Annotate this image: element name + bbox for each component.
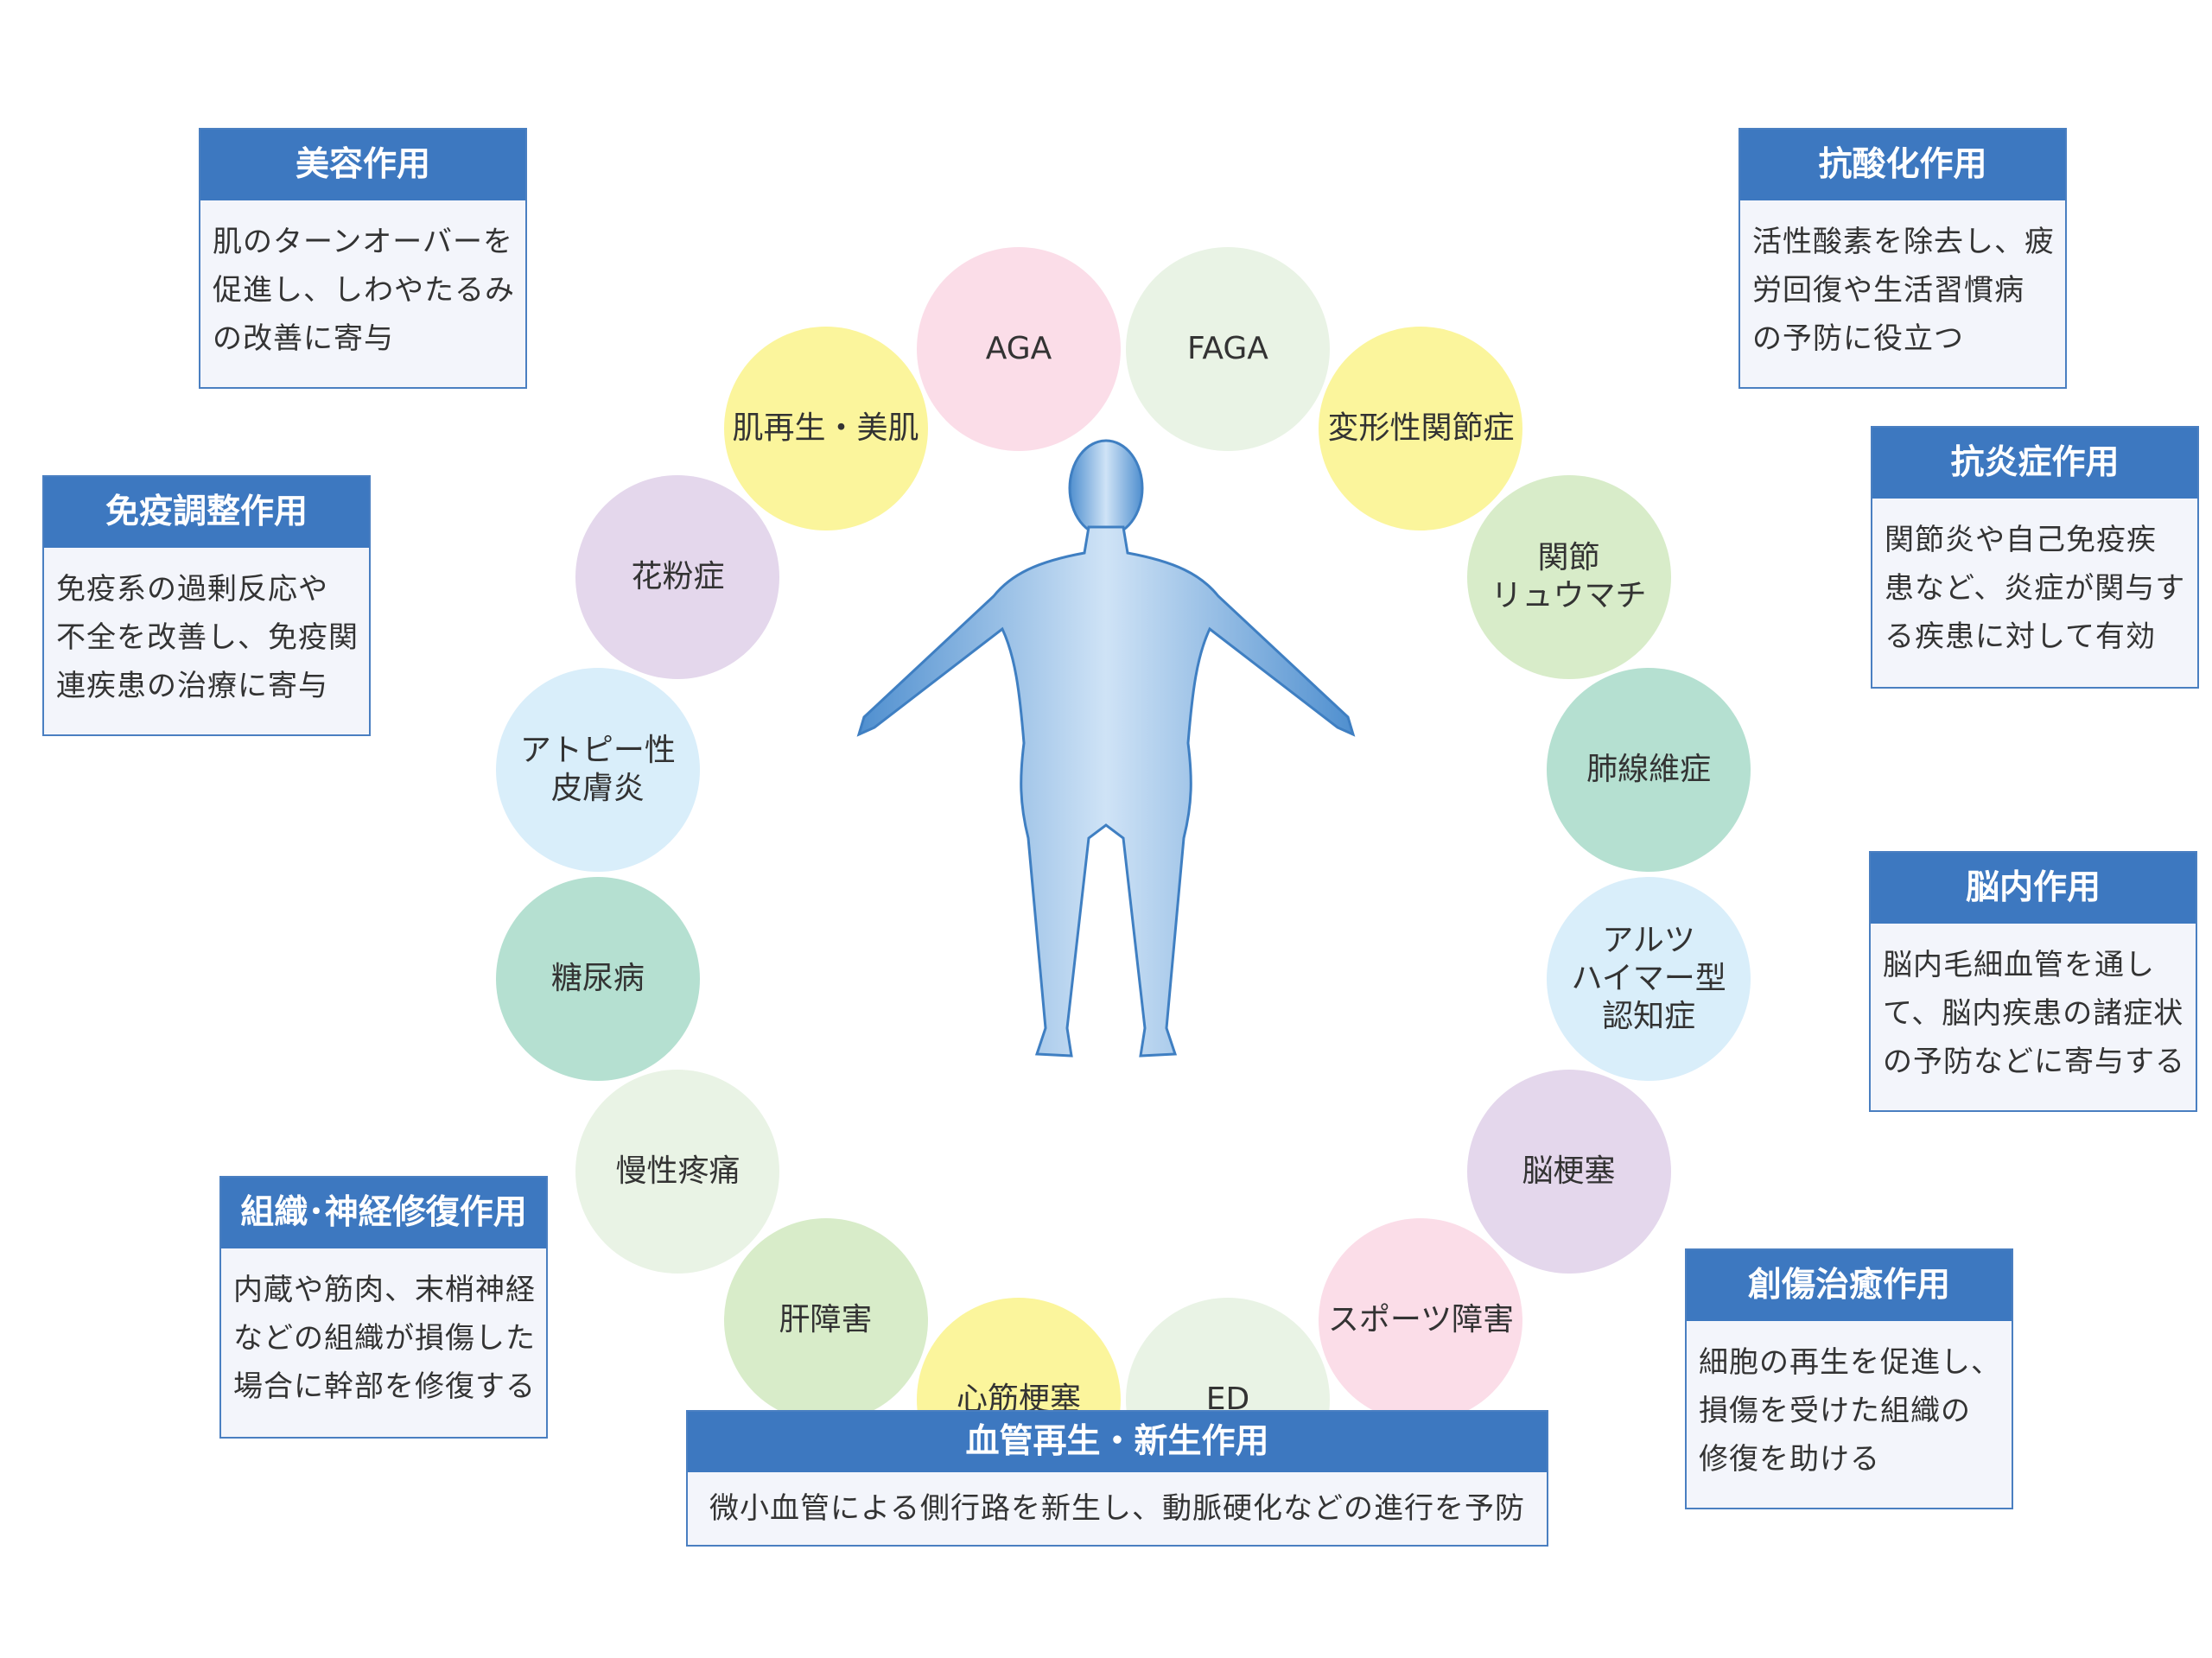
box-title: 創傷治癒作用 bbox=[1687, 1250, 2012, 1321]
circle-alzheimers: アルツハイマー型認知症 bbox=[1547, 876, 1751, 1081]
circle-osteoarthritis: 変形性関節症 bbox=[1319, 327, 1523, 531]
circle-cerebral-infarction: 脳梗塞 bbox=[1466, 1070, 1671, 1274]
box-title: 脳内作用 bbox=[1871, 853, 2196, 924]
circle-sports-injury: スポーツ障害 bbox=[1319, 1217, 1523, 1422]
circle-rheumatoid-arthritis: 関節リュウマチ bbox=[1466, 474, 1671, 679]
box-antioxidant: 抗酸化作用 活性酸素を除去し、疲労回復や生活習慣病の予防に役立つ bbox=[1738, 128, 2067, 389]
box-beauty-effect: 美容作用 肌のターンオーバーを促進し、しわやたるみの改善に寄与 bbox=[199, 128, 527, 389]
figure-torso bbox=[856, 525, 1356, 1058]
circle-chronic-pain: 慢性疼痛 bbox=[575, 1070, 780, 1274]
box-description: 細胞の再生を促進し、損傷を受けた組織の修復を助ける bbox=[1699, 1345, 2001, 1477]
box-title: 美容作用 bbox=[200, 130, 525, 200]
box-anti-inflammatory: 抗炎症作用 関節炎や自己免疫疾患など、炎症が関与する疾患に対して有効 bbox=[1871, 426, 2199, 689]
human-body-figure bbox=[856, 439, 1356, 1058]
circle-aga: AGA bbox=[917, 246, 1122, 451]
box-description: 関節炎や自己免疫疾患など、炎症が関与する疾患に対して有効 bbox=[1885, 523, 2186, 654]
circle-pulmonary-fibrosis: 肺線維症 bbox=[1547, 668, 1751, 873]
box-brain-effect: 脳内作用 脳内毛細血管を通して、脳内疾患の諸症状の予防などに寄与する bbox=[1869, 851, 2197, 1112]
box-description: 微小血管による側行路を新生し、動脈硬化などの進行を予防 bbox=[709, 1491, 1525, 1526]
box-title: 組織･神経修復作用 bbox=[221, 1178, 546, 1248]
box-tissue-nerve-repair: 組織･神経修復作用 内蔵や筋肉、末梢神経などの組織が損傷した場合に幹部を修復する bbox=[219, 1176, 548, 1439]
circle-diabetes: 糖尿病 bbox=[495, 876, 700, 1081]
box-description: 脳内毛細血管を通して、脳内疾患の諸症状の予防などに寄与する bbox=[1883, 948, 2185, 1079]
circle-faga: FAGA bbox=[1125, 246, 1330, 451]
box-title: 抗酸化作用 bbox=[1740, 130, 2065, 200]
box-description: 内蔵や筋肉、末梢神経などの組織が損傷した場合に幹部を修復する bbox=[233, 1273, 536, 1404]
figure-head bbox=[1068, 439, 1144, 537]
box-wound-healing: 創傷治癒作用 細胞の再生を促進し、損傷を受けた組織の修復を助ける bbox=[1685, 1248, 2013, 1509]
box-title: 免疫調整作用 bbox=[44, 477, 369, 548]
box-title: 血管再生・新生作用 bbox=[688, 1412, 1547, 1472]
box-description: 肌のターンオーバーを促進し、しわやたるみの改善に寄与 bbox=[213, 225, 515, 356]
box-angiogenesis: 血管再生・新生作用 微小血管による側行路を新生し、動脈硬化などの進行を予防 bbox=[686, 1410, 1548, 1547]
box-description: 活性酸素を除去し、疲労回復や生活習慣病の予防に役立つ bbox=[1752, 225, 2055, 356]
circle-atopic-dermatitis: アトピー性皮膚炎 bbox=[495, 668, 700, 873]
circle-liver-disorder: 肝障害 bbox=[723, 1217, 928, 1422]
circle-skin-regeneration: 肌再生・美肌 bbox=[723, 327, 928, 531]
circle-hay-fever: 花粉症 bbox=[575, 474, 780, 679]
box-description: 免疫系の過剰反応や不全を改善し、免疫関連疾患の治療に寄与 bbox=[56, 572, 359, 703]
box-immune-regulation: 免疫調整作用 免疫系の過剰反応や不全を改善し、免疫関連疾患の治療に寄与 bbox=[42, 475, 371, 736]
box-title: 抗炎症作用 bbox=[1872, 428, 2197, 499]
